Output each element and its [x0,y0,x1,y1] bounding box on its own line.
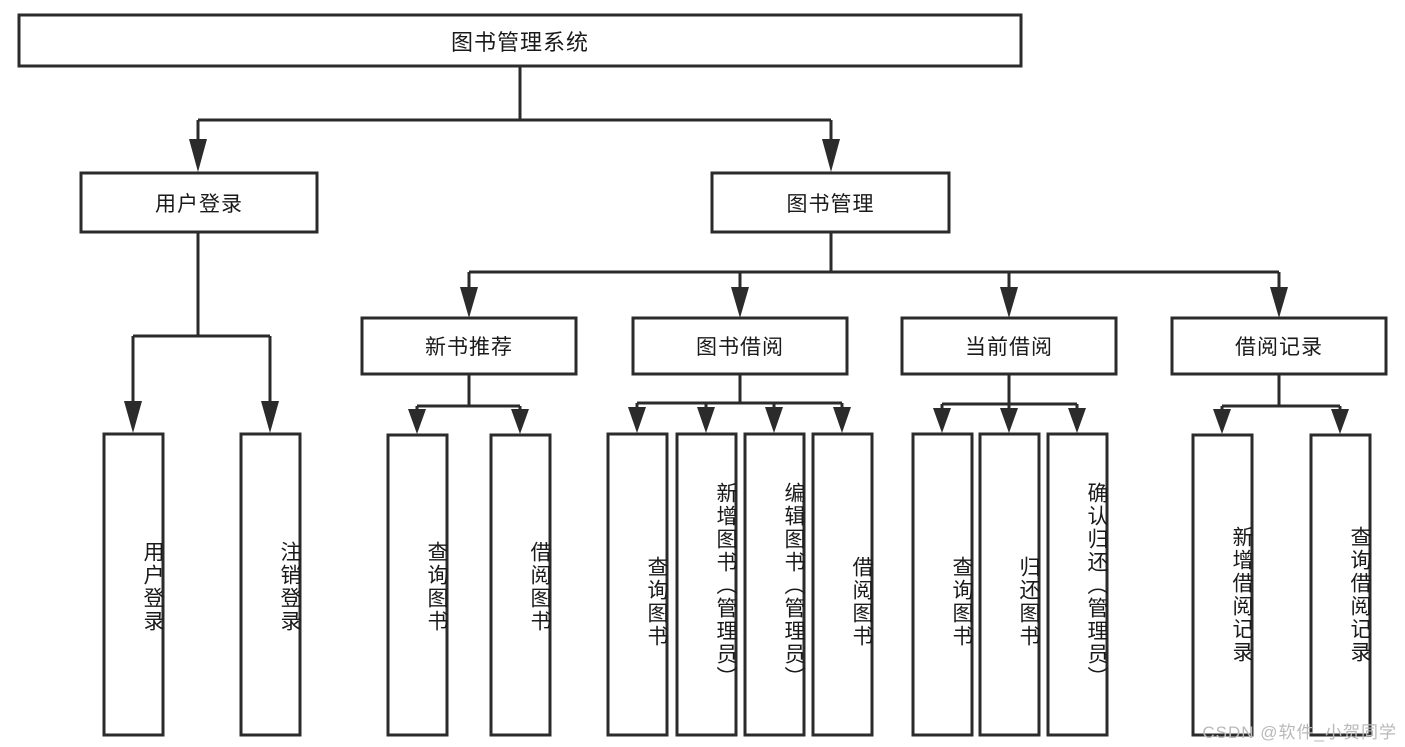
arrow-head-book-borrow [731,287,749,318]
arrow-head-leaf-add-book [697,407,715,433]
node-box-book-borrow[interactable] [631,316,849,376]
arrow-head-leaf-return-book [1000,408,1018,433]
arrow-head-leaf-add-record [1213,409,1231,434]
node-box-leaf-query-book-2[interactable] [606,432,669,737]
arrow-head-leaf-query-book-1 [408,409,426,434]
node-box-leaf-return-book[interactable] [978,432,1041,737]
node-box-leaf-add-record[interactable] [1191,433,1254,737]
node-box-leaf-edit-book[interactable] [743,432,806,737]
node-box-leaf-borrow-book-2[interactable] [811,432,874,737]
arrow-head-leaf-user-login [124,401,142,433]
arrow-head-leaf-query-record [1331,409,1349,434]
arrow-head-new-book-rec [460,287,478,318]
node-box-current-borrow[interactable] [900,316,1118,376]
arrow-head-leaf-query-book-3 [933,408,951,433]
node-box-leaf-query-record[interactable] [1309,433,1372,737]
edges-group [124,66,1349,434]
arrow-head-borrow-record [1270,287,1288,318]
node-box-user-login[interactable] [79,171,319,234]
arrow-head-user-login [189,139,207,172]
node-box-leaf-query-book-3[interactable] [911,432,974,737]
arrow-head-leaf-borrow-book-2 [833,407,851,433]
arrow-head-leaf-query-book-2 [628,407,646,433]
node-box-leaf-query-book-1[interactable] [386,433,449,737]
csdn-watermark: CSDN @软件_小贺同学 [1202,723,1397,742]
node-box-root[interactable] [17,13,1023,68]
arrow-head-leaf-edit-book [765,407,783,433]
arrow-head-leaf-borrow-book-1 [511,409,529,434]
node-box-leaf-user-login[interactable] [102,432,165,737]
node-box-leaf-logout[interactable] [239,432,302,737]
node-box-leaf-add-book[interactable] [675,432,738,737]
node-box-leaf-borrow-book-1[interactable] [489,433,552,737]
boxes-group [17,13,1388,737]
arrow-head-book-manage [822,139,840,172]
arrow-head-current-borrow [1000,287,1018,318]
arrow-head-leaf-logout [261,401,279,433]
node-box-new-book-rec[interactable] [360,316,578,376]
arrow-head-leaf-confirm-return [1068,408,1086,433]
node-box-book-manage[interactable] [710,171,951,234]
node-box-borrow-record[interactable] [1170,316,1388,376]
node-box-leaf-confirm-return[interactable] [1046,432,1109,737]
